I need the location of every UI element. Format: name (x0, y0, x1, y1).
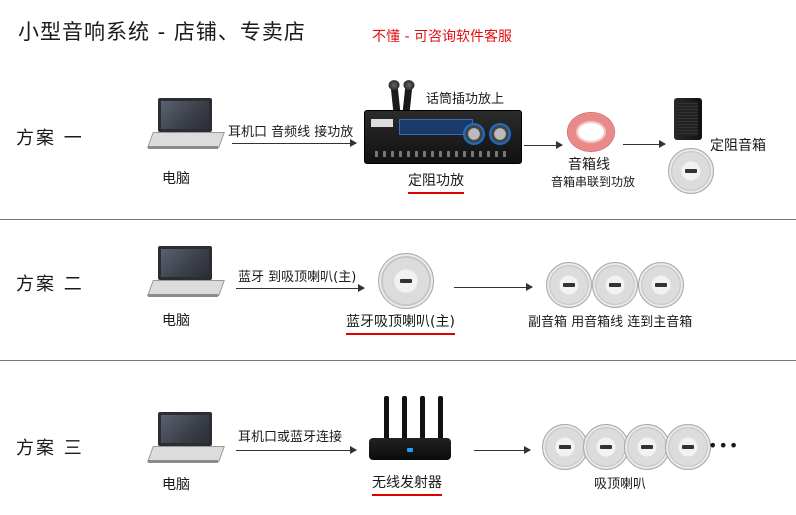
ceiling-speaker-icon (668, 148, 714, 194)
more-dots: ••• (708, 436, 740, 455)
mic-note: 话筒插功放上 (426, 92, 505, 107)
antenna (438, 396, 443, 440)
cable-label: 音箱线 (568, 157, 610, 173)
arrow (236, 446, 357, 454)
cable-sublabel: 音箱串联到功放 (551, 175, 636, 189)
divider (0, 219, 796, 220)
transmitter-label-text: 无线发射器 (372, 475, 442, 491)
divider (0, 360, 796, 361)
ceiling-speakers-label: 吸顶喇叭 (594, 477, 647, 492)
arrow (524, 141, 563, 149)
ceiling-speaker-icon (624, 424, 670, 470)
laptop-icon (147, 412, 225, 468)
connection-label: 耳机口或蓝牙连接 (238, 430, 343, 445)
scheme-one-label: 方案 一 (16, 128, 84, 149)
page-title: 小型音响系统 - 店铺、专卖店 (18, 20, 306, 44)
antenna (402, 396, 407, 440)
microphone-icon (390, 85, 401, 113)
speaker-box-icon (674, 98, 702, 140)
arrow (232, 139, 357, 147)
ceiling-speaker-icon (378, 253, 434, 309)
speaker-label: 定阻音箱 (710, 138, 766, 154)
computer-label: 电脑 (162, 477, 190, 493)
red-underline (372, 494, 442, 496)
scheme-three-label: 方案 三 (16, 438, 84, 459)
speaker-cable-icon (568, 113, 614, 151)
red-underline (408, 192, 464, 194)
ceiling-speaker-icon (546, 262, 592, 308)
ceiling-speaker-icon (638, 262, 684, 308)
computer-label: 电脑 (162, 313, 190, 329)
computer-label: 电脑 (162, 171, 190, 187)
amplifier-icon (364, 110, 522, 164)
arrow (623, 140, 666, 148)
ceiling-speaker-icon (542, 424, 588, 470)
ceiling-speaker-icon (592, 262, 638, 308)
arrow (454, 283, 533, 291)
transmitter-label: 无线发射器 (372, 472, 442, 496)
connection-label: 蓝牙 到吸顶喇叭(主) (238, 270, 357, 285)
wireless-transmitter-icon (369, 438, 451, 460)
red-underline (346, 333, 455, 335)
amplifier-label-text: 定阻功放 (408, 173, 464, 189)
microphone-icon (402, 85, 413, 113)
ceiling-speaker-icon (665, 424, 711, 470)
sub-speaker-label: 副音箱 用音箱线 连到主音箱 (528, 315, 693, 330)
amplifier-label: 定阻功放 (408, 170, 464, 194)
arrow (236, 284, 365, 292)
antenna (384, 396, 389, 440)
connection-label: 耳机口 音频线 接功放 (228, 125, 354, 140)
ceiling-speaker-icon (583, 424, 629, 470)
arrow (474, 446, 531, 454)
main-speaker-label: 蓝牙吸顶喇叭(主) (346, 311, 455, 335)
main-speaker-label-text: 蓝牙吸顶喇叭(主) (346, 314, 455, 330)
support-note: 不懂 - 可咨询软件客服 (372, 29, 512, 45)
laptop-icon (147, 246, 225, 302)
laptop-icon (147, 98, 225, 154)
antenna (420, 396, 425, 440)
scheme-two-label: 方案 二 (16, 274, 84, 295)
